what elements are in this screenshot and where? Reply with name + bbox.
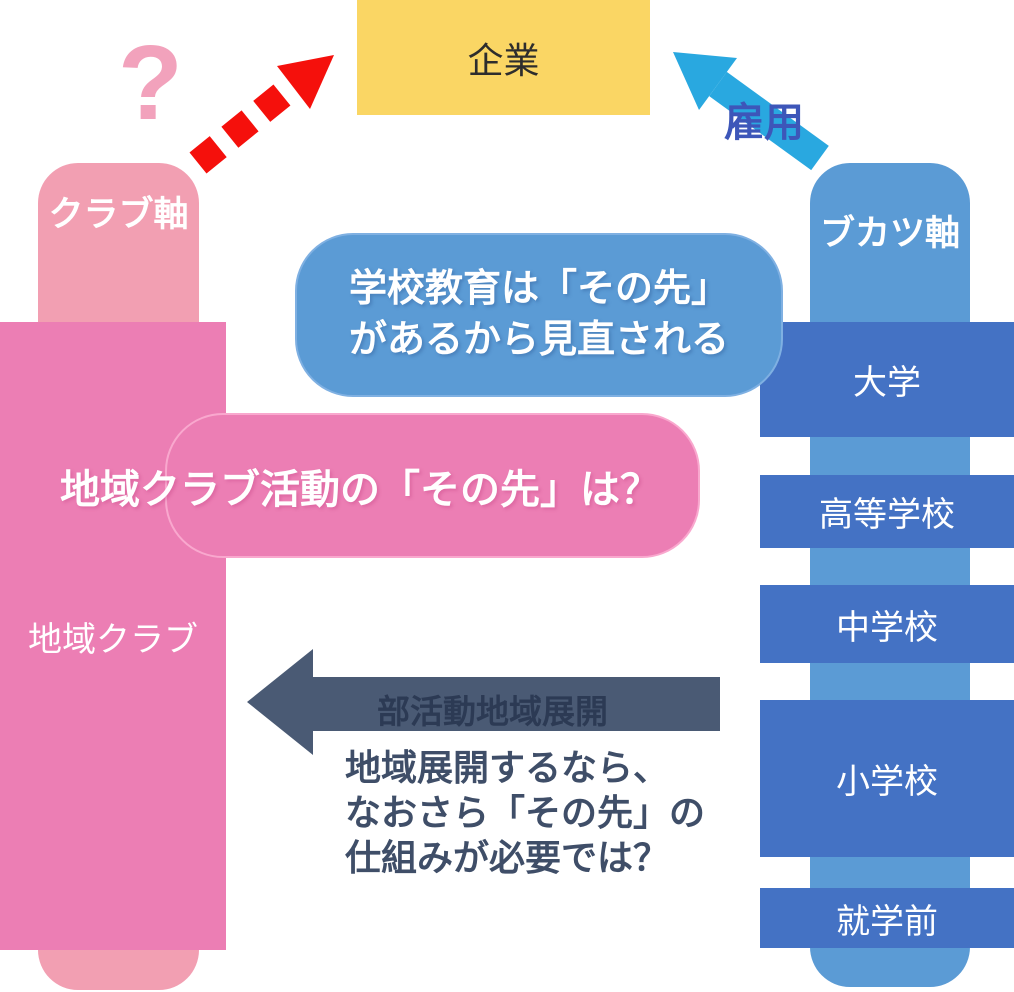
school-level-university: 大学	[760, 322, 1014, 437]
red-dashed-arrow-icon	[189, 55, 334, 174]
bukatsu-axis-label: ブカツ軸	[819, 214, 960, 253]
bukatsu-axis-bar	[810, 163, 970, 987]
school-level-preschool: 就学前	[760, 888, 1014, 948]
note-text: 地域展開するなら、 なおさら「その先」の 仕組みが必要では？	[345, 745, 705, 880]
regional-expansion-label: 部活動地域展開	[377, 693, 608, 730]
school-level-elementary: 小学校	[760, 700, 1014, 857]
blue-speech-bubble: 学校教育は「その先」 があるから見直される	[295, 233, 783, 397]
blue-speech-bubble-line1: 学校教育は「その先」	[348, 267, 729, 310]
note-line3: 仕組みが必要では？	[345, 837, 670, 878]
pink-speech-bubble-text: 地域クラブ活動の「その先」は？	[60, 467, 660, 512]
regional-club-label: 地域クラブ	[28, 621, 198, 659]
company-box-label: 企業	[467, 39, 540, 81]
school-level-juniorhigh: 中学校	[760, 585, 1014, 663]
blue-speech-bubble-line2: があるから見直される	[348, 319, 729, 361]
note-line2: なおさら「その先」の	[345, 792, 706, 833]
pink-speech-bubble	[165, 413, 700, 558]
note-line1: 地域展開するなら、	[345, 747, 670, 788]
school-level-highschool: 高等学校	[760, 475, 1014, 548]
employment-label: 雇用	[724, 101, 804, 145]
club-axis-label: クラブ軸	[48, 195, 189, 234]
question-mark: ?	[118, 24, 183, 142]
company-box: 企業	[357, 0, 650, 115]
